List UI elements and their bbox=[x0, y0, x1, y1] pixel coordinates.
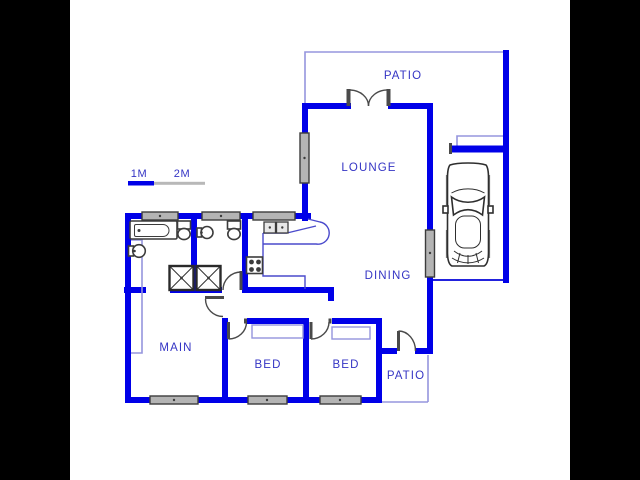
patio-door bbox=[397, 330, 417, 352]
wardrobe-icon bbox=[168, 264, 195, 292]
patio-outlines bbox=[304, 51, 504, 403]
room-label-main-bedroom: MAIN bbox=[159, 342, 193, 354]
french-door bbox=[346, 89, 391, 107]
room-label-patio-top: PATIO bbox=[383, 70, 423, 82]
toilet-icon bbox=[176, 220, 192, 241]
room-label-dining: DINING bbox=[364, 270, 412, 282]
wardrobe-icon bbox=[195, 264, 222, 292]
scale-label-2m: 2M bbox=[173, 168, 191, 180]
room-label-bedroom-2: BED bbox=[332, 359, 360, 371]
basin-icon bbox=[127, 243, 147, 259]
basin-icon bbox=[196, 225, 214, 240]
scale-bar bbox=[128, 181, 205, 186]
step-end-post bbox=[449, 143, 452, 154]
room-label-lounge: LOUNGE bbox=[341, 162, 397, 174]
stove-icon bbox=[245, 256, 264, 275]
scale-label-1m: 1M bbox=[130, 168, 148, 180]
room-label-bedroom-1: BED bbox=[254, 359, 282, 371]
car-icon bbox=[442, 162, 494, 267]
bedroom-1-door bbox=[227, 318, 248, 340]
bathtub-icon bbox=[129, 220, 178, 240]
bathroom-door bbox=[222, 271, 243, 291]
bedroom-2-door bbox=[309, 318, 332, 340]
toilet-icon bbox=[226, 220, 242, 241]
main-bedroom-door bbox=[204, 296, 224, 318]
windows bbox=[141, 132, 436, 405]
built-in-cupboards bbox=[131, 239, 371, 354]
kitchen-sink-icon bbox=[263, 221, 289, 234]
room-label-patio-bottom: PATIO bbox=[386, 370, 426, 382]
doors bbox=[204, 89, 452, 352]
fixtures bbox=[127, 220, 289, 292]
